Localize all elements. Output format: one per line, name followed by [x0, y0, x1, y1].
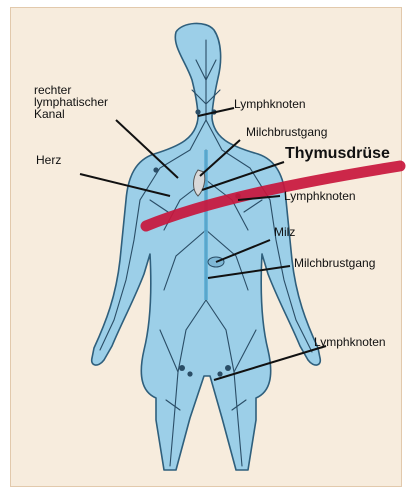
- label-thoracic-duct-lower: Milchbrustgang: [294, 257, 375, 270]
- label-lymph-node-neck: Lymphknoten: [234, 98, 306, 111]
- label-thoracic-duct-upper: Milchbrustgang: [246, 126, 327, 139]
- label-spleen: Milz: [274, 226, 295, 239]
- label-lymph-node-chest: Lymphknoten: [284, 190, 356, 203]
- label-right-lymph-duct: rechter lymphatischer Kanal: [34, 84, 108, 120]
- label-thymus: Thymusdrüse: [285, 145, 390, 163]
- label-lymph-node-groin: Lymphknoten: [314, 336, 386, 349]
- label-heart: Herz: [36, 154, 61, 167]
